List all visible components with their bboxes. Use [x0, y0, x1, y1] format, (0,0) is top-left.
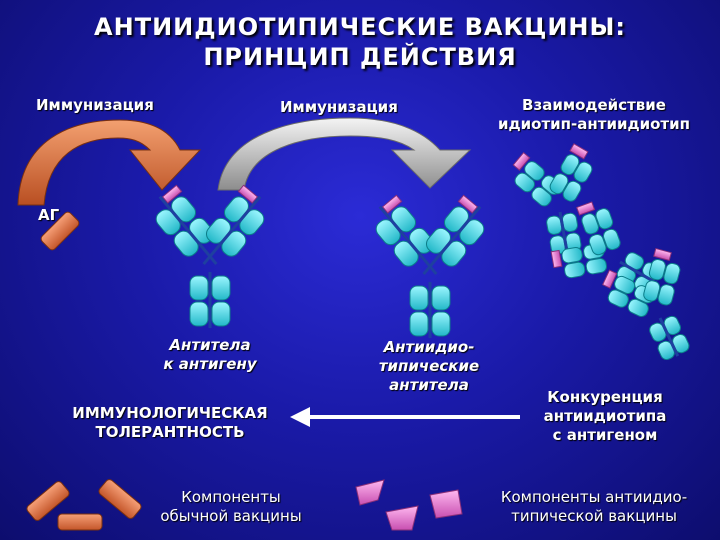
antigen-block — [40, 211, 80, 251]
anti-idiotypic-label: Антиидио- типические антитела — [364, 338, 494, 395]
anti-idiotypic-antibody — [363, 192, 497, 340]
interaction-label: Взаимодействие идиотип-антиидиотип — [484, 96, 704, 134]
normal-vaccine-components — [26, 479, 142, 531]
immunization-arrow-grey — [217, 117, 472, 191]
page-title: АНТИИДИОТИПИЧЕСКИЕ ВАКЦИНЫ: ПРИНЦИП ДЕЙС… — [0, 12, 720, 72]
anti-idiotypic-label-line-1: Антиидио- — [383, 338, 475, 356]
tolerance-arrow — [290, 407, 520, 427]
competition-label-line-1: Конкуренция — [547, 388, 663, 406]
tolerance-label-line-2: ТОЛЕРАНТНОСТЬ — [95, 423, 245, 441]
immunization-arrow-orange — [17, 119, 202, 206]
competition-label: Конкуренция антиидиотипа с антигеном — [530, 388, 680, 445]
interaction-label-line-2: идиотип-антиидиотип — [498, 115, 690, 133]
anti-idiotypic-vaccine-components — [355, 479, 463, 531]
idiotype-interaction-chain — [500, 138, 720, 378]
antibodies-label-line-2: к антигену — [163, 355, 257, 373]
normal-vaccine-label-line-2: обычной вакцины — [160, 507, 302, 525]
immunization-label-1: Иммунизация — [36, 96, 154, 114]
competition-label-line-2: антиидиотипа — [543, 407, 667, 425]
interaction-label-line-1: Взаимодействие — [522, 96, 666, 114]
anti-idiotypic-vaccine-label: Компоненты антиидио- типической вакцины — [476, 488, 712, 526]
tolerance-label-line-1: ИММУНОЛОГИЧЕСКАЯ — [72, 404, 268, 422]
title-line-1: АНТИИДИОТИПИЧЕСКИЕ ВАКЦИНЫ: — [94, 13, 626, 41]
competition-label-line-3: с антигеном — [552, 426, 658, 444]
antigen-label: АГ — [38, 206, 60, 224]
title-line-2: ПРИНЦИП ДЕЙСТВИЯ — [203, 43, 517, 71]
anti-idiotypic-vaccine-label-line-2: типической вакцины — [511, 507, 677, 525]
normal-vaccine-label: Компоненты обычной вакцины — [146, 488, 316, 526]
antibody-to-antigen — [143, 182, 277, 330]
anti-idiotypic-label-line-3: антитела — [389, 376, 469, 394]
antibodies-label-line-1: Антитела — [169, 336, 251, 354]
normal-vaccine-label-line-1: Компоненты — [181, 488, 281, 506]
antibodies-label: Антитела к антигену — [140, 336, 280, 374]
tolerance-label: ИММУНОЛОГИЧЕСКАЯ ТОЛЕРАНТНОСТЬ — [60, 404, 280, 442]
immunization-label-2: Иммунизация — [280, 98, 398, 116]
anti-idiotypic-vaccine-label-line-1: Компоненты антиидио- — [500, 488, 688, 506]
anti-idiotypic-label-line-2: типические — [378, 357, 480, 375]
